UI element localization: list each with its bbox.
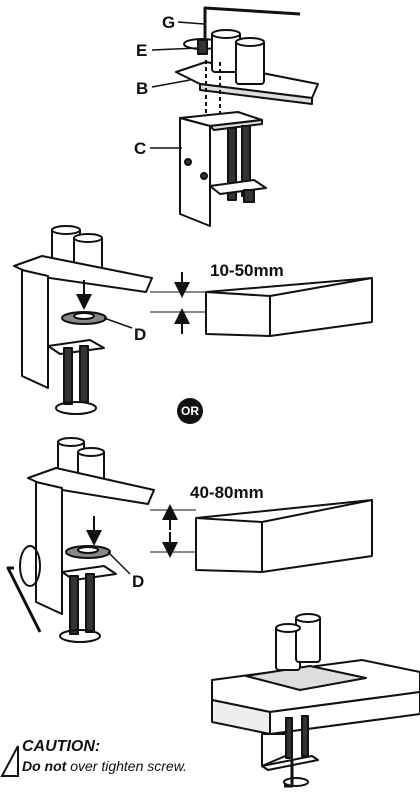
rotate-arrow-icon: [59, 629, 101, 643]
hex-key-icon: [203, 6, 301, 40]
or-badge: OR: [177, 398, 203, 424]
step-3-thick-desk: [6, 437, 373, 643]
step-1-exploded-view: [175, 6, 319, 227]
rotate-arrow-icon: [55, 401, 97, 415]
caution-emphasis: Do not: [22, 758, 67, 774]
warning-triangle-icon: [0, 745, 19, 777]
rotate-arrow-icon: [283, 777, 309, 787]
label-d-thick: D: [132, 572, 145, 591]
desk-thick: [195, 499, 373, 573]
label-d-thin: D: [134, 325, 147, 344]
step-4-mounted: [211, 613, 420, 788]
caution-note: CAUTION: Do not over tighten screw.: [22, 738, 187, 774]
hex-key-icon: [6, 566, 42, 633]
label-c: C: [134, 139, 147, 158]
label-g: G: [162, 13, 176, 32]
caution-body: Do not over tighten screw.: [22, 758, 187, 774]
label-e: E: [136, 41, 148, 60]
caution-rest: over tighten screw.: [66, 758, 187, 774]
step-2-thin-desk: [13, 225, 373, 415]
rotate-arrow-icon: [19, 545, 41, 587]
dimension-thin-desk: 10-50mm: [210, 261, 284, 280]
desk-thin: [205, 277, 373, 337]
dimension-thick-desk: 40-80mm: [190, 483, 264, 502]
label-b: B: [136, 79, 149, 98]
caution-title: CAUTION:: [22, 738, 101, 755]
